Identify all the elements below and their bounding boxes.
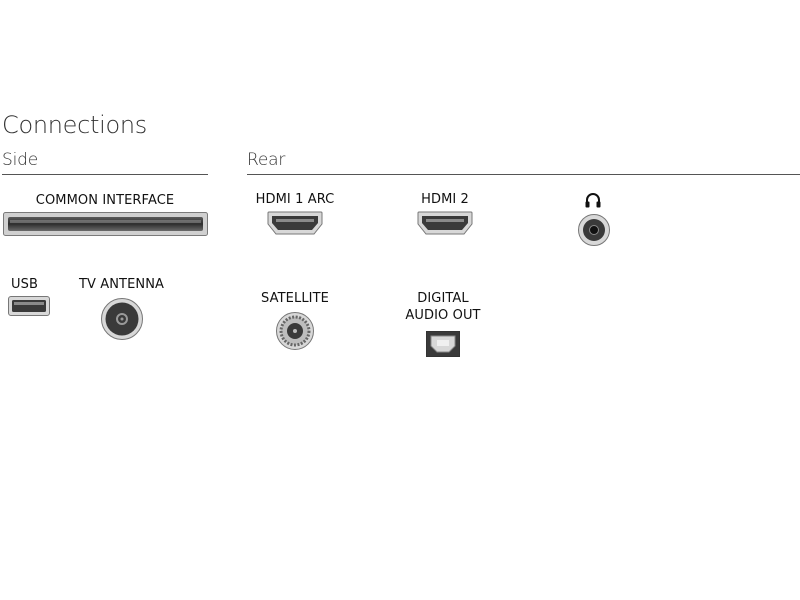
section-rear-label: Rear bbox=[247, 150, 286, 170]
hdmi2-label: HDMI 2 bbox=[421, 192, 469, 207]
hdmi1-port bbox=[267, 211, 323, 235]
headphone-icon bbox=[585, 193, 601, 208]
hdmi1-label: HDMI 1 ARC bbox=[255, 192, 335, 207]
common-interface-label: COMMON INTERFACE bbox=[35, 193, 175, 208]
satellite-label: SATELLITE bbox=[261, 291, 329, 306]
section-side-label: Side bbox=[2, 150, 38, 170]
rear-divider bbox=[247, 174, 800, 175]
satellite-port bbox=[276, 312, 314, 350]
headphone-jack bbox=[578, 214, 610, 246]
tv-antenna-label: TV ANTENNA bbox=[78, 277, 165, 292]
usb-port bbox=[8, 296, 50, 316]
usb-label: USB bbox=[11, 277, 38, 292]
common-interface-slot bbox=[3, 212, 208, 236]
optical-audio-port bbox=[426, 331, 460, 357]
hdmi2-port bbox=[417, 211, 473, 235]
page-title: Connections bbox=[2, 111, 148, 139]
digital-audio-label-line2: AUDIO OUT bbox=[405, 308, 481, 323]
digital-audio-label-line1: DIGITAL bbox=[417, 291, 469, 306]
tv-antenna-port bbox=[101, 298, 143, 340]
side-divider bbox=[2, 174, 208, 175]
digital-audio-label: DIGITAL AUDIO OUT bbox=[395, 290, 491, 324]
